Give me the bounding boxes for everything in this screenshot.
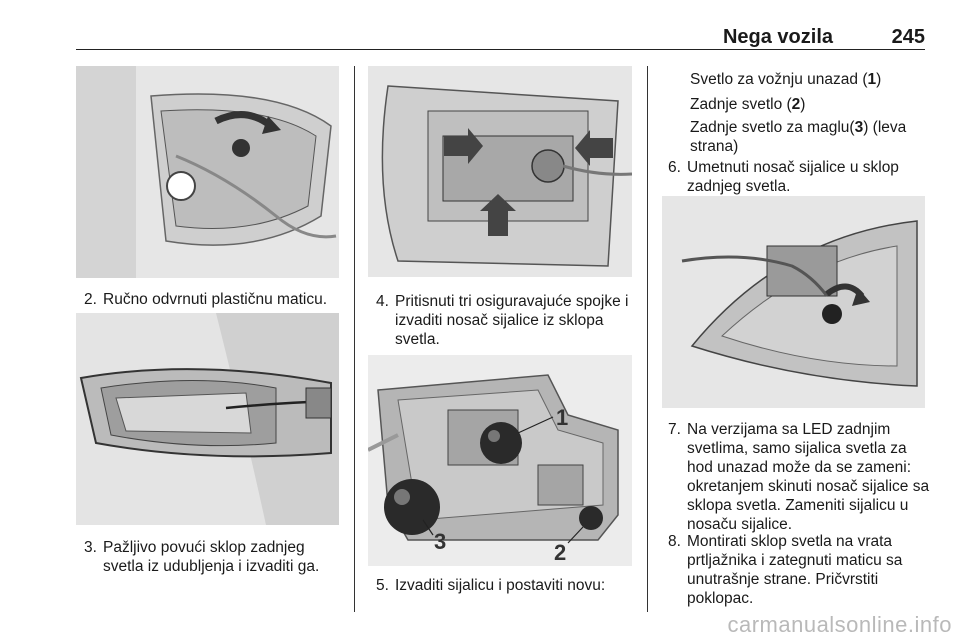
- column-divider-2: [647, 66, 648, 612]
- step-2: 2. Ručno odvrnuti plastičnu maticu.: [84, 291, 328, 308]
- figure-insert-holder-drawing: [662, 196, 925, 408]
- figure-unscrew-nut: [76, 66, 339, 278]
- section-title: Nega vozila: [722, 26, 833, 48]
- page-number: 245: [891, 26, 925, 48]
- figure-unscrew-nut-drawing: [76, 66, 339, 278]
- bulb-item-2: Zadnje svetlo (2): [690, 96, 806, 113]
- watermark: carmanualsonline.info: [727, 612, 952, 637]
- bulb-item-3: Zadnje svetlo za maglu(3) (leva strana): [690, 119, 907, 155]
- figure-pull-assembly-drawing: [76, 313, 339, 525]
- step-3: 3. Pažljivo povući sklop zadnjeg svetla …: [84, 539, 320, 575]
- step-7: 7. Na verzijama sa LED zadnjim svetlima,…: [668, 421, 930, 533]
- page-header: Nega vozila 245: [76, 16, 925, 50]
- callout-2: 2: [554, 540, 566, 565]
- figure-pull-assembly: [76, 313, 339, 525]
- figure-press-clips-drawing: [368, 66, 632, 277]
- figure-bulb-holder: 1 3 2: [368, 355, 632, 566]
- figure-insert-holder: [662, 196, 925, 408]
- step-8: 8. Montirati sklop svetla na vrata prtlj…: [668, 533, 903, 607]
- figure-bulb-holder-drawing: 1 3 2: [368, 355, 632, 566]
- step-5: 5. Izvaditi sijalicu i postaviti novu:: [376, 577, 606, 594]
- callout-1: 1: [556, 405, 568, 430]
- callout-3: 3: [434, 529, 446, 554]
- figure-press-clips: [368, 66, 632, 277]
- column-divider-1: [354, 66, 355, 612]
- step-6: 6. Umetnuti nosač sijalice u sklop zadnj…: [668, 159, 899, 195]
- bulb-item-1: Svetlo za vožnju unazad (1): [690, 71, 882, 88]
- step-4: 4. Pritisnuti tri osiguravajuće spojke i…: [376, 293, 629, 348]
